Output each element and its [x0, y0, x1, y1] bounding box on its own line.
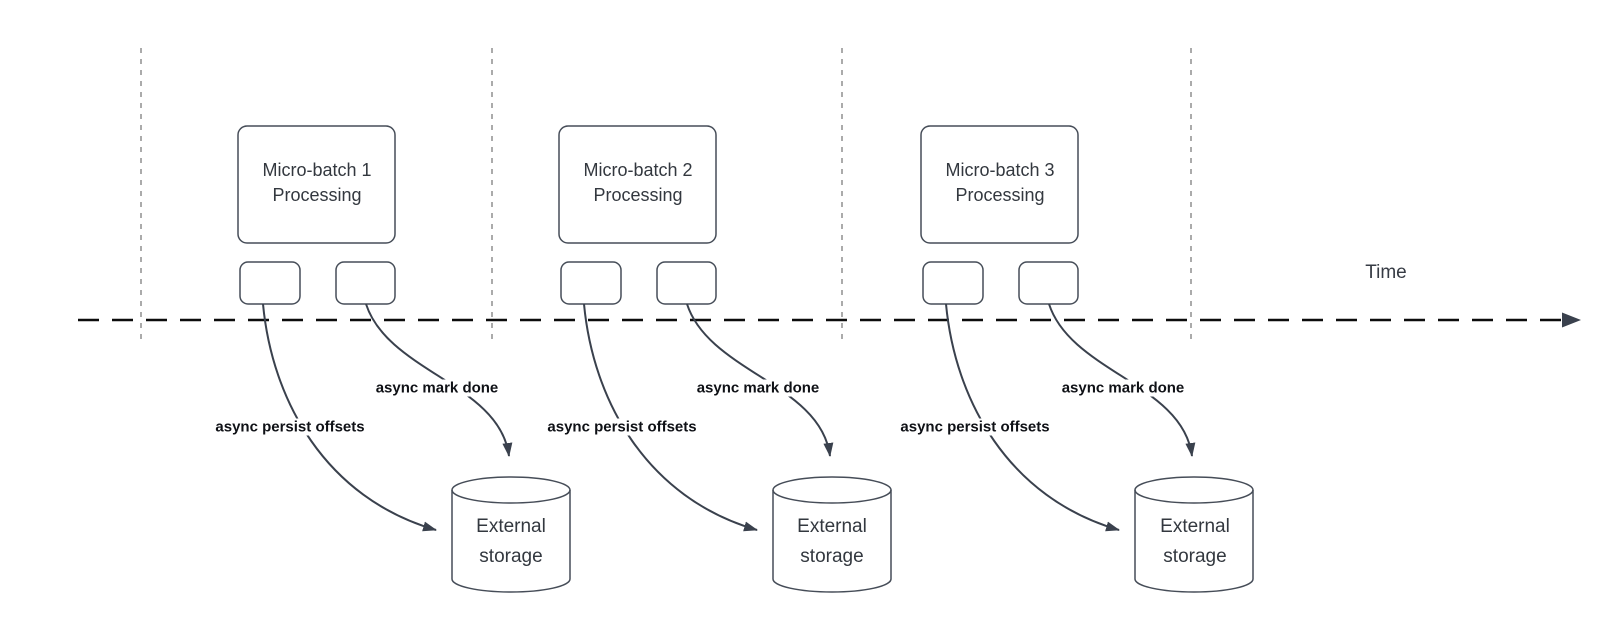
microbatch-1-title-line1: Micro-batch 1 [262, 160, 372, 180]
mark-done-arrow [1048, 303, 1196, 457]
time-label: Time [1365, 262, 1407, 283]
cylinder-top-edge [772, 489, 892, 504]
microbatch-3-title-line2: Processing [955, 185, 1045, 205]
external-storage-cylinder [772, 476, 892, 593]
external-storage-label-line1: External [797, 516, 867, 537]
external-storage-label: External storage [1160, 512, 1230, 572]
microbatch-3-title: Micro-batch 3 Processing [945, 158, 1054, 208]
external-storage-cylinder [1134, 476, 1254, 593]
external-storage-label-line1: External [1160, 516, 1230, 537]
offset-node [560, 261, 622, 305]
microbatch-2-box [558, 125, 717, 244]
mark-done-arrow [686, 303, 834, 457]
commit-node [1018, 261, 1079, 305]
external-storage-label-line2: storage [1163, 546, 1227, 567]
microbatch-group-3 [920, 125, 1254, 593]
external-storage-label: External storage [797, 512, 867, 572]
offset-node [239, 261, 301, 305]
external-storage-label-line2: storage [479, 546, 543, 567]
persist-offsets-label: async persist offsets [897, 418, 1053, 436]
commit-node [335, 261, 396, 305]
offset-node [922, 261, 984, 305]
time-axis-arrowhead [1562, 312, 1581, 328]
microbatch-1-title-line2: Processing [272, 185, 362, 205]
microbatch-group-1 [237, 125, 571, 593]
cylinder-top-edge [1134, 489, 1254, 504]
microbatch-1-title: Micro-batch 1 Processing [262, 158, 371, 208]
cylinder-top-edge [451, 489, 571, 504]
external-storage-label: External storage [476, 512, 546, 572]
external-storage-cylinder [451, 476, 571, 593]
microbatch-3-title-line1: Micro-batch 3 [945, 160, 1055, 180]
microbatch-2-title: Micro-batch 2 Processing [583, 158, 692, 208]
microbatch-group-2 [558, 125, 892, 593]
external-storage-label-line2: storage [800, 546, 864, 567]
persist-offsets-arrow [583, 303, 758, 532]
persist-offsets-label: async persist offsets [212, 418, 368, 436]
mark-done-label: async mark done [693, 379, 823, 397]
persist-offsets-arrow [262, 303, 437, 532]
persist-offsets-label: async persist offsets [544, 418, 700, 436]
microbatch-2-title-line1: Micro-batch 2 [583, 160, 693, 180]
persist-offsets-arrow [945, 303, 1120, 532]
microbatch-3-box [920, 125, 1079, 244]
microbatch-2-title-line2: Processing [593, 185, 683, 205]
mark-done-arrow [365, 303, 513, 457]
mark-done-label: async mark done [1058, 379, 1188, 397]
microbatch-1-box [237, 125, 396, 244]
mark-done-label: async mark done [372, 379, 502, 397]
external-storage-label-line1: External [476, 516, 546, 537]
commit-node [656, 261, 717, 305]
